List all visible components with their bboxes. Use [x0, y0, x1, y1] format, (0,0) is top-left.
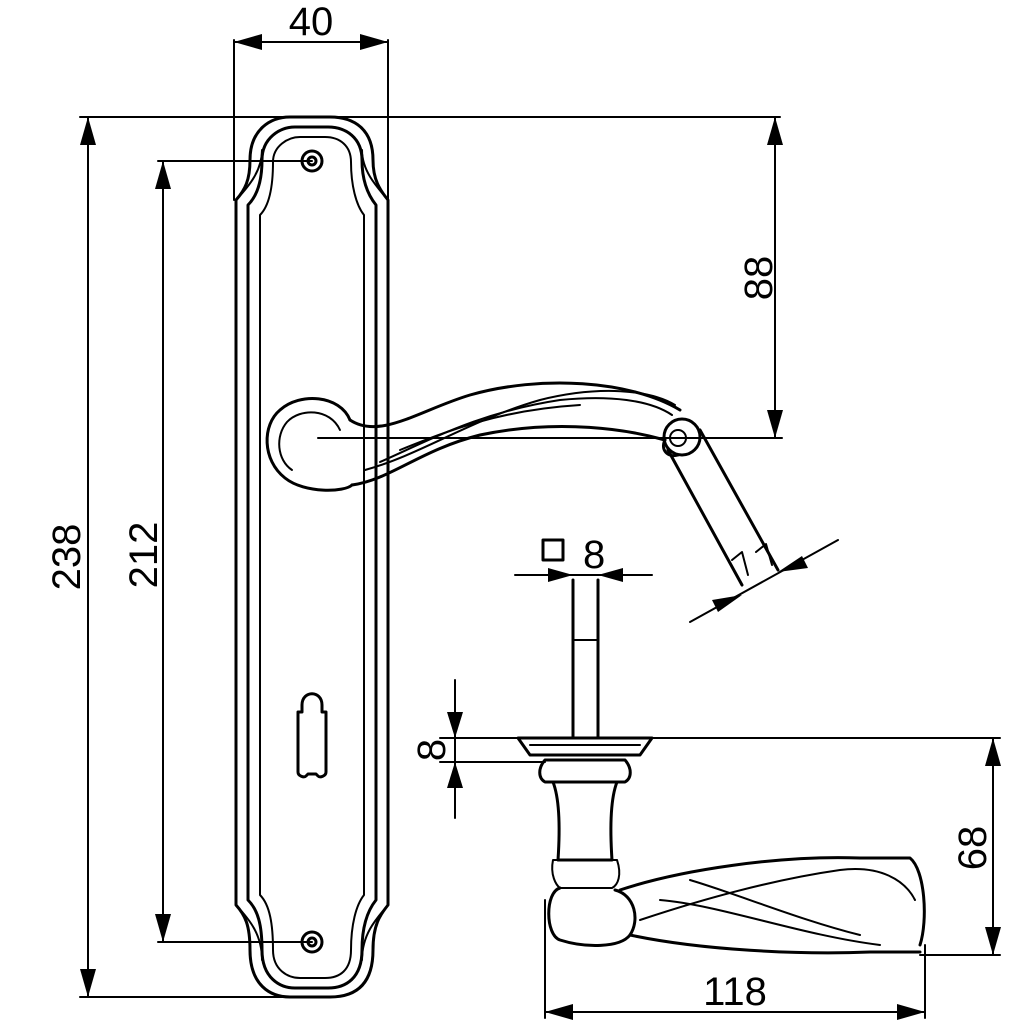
- dim-238-arrow-bottom: [80, 969, 96, 997]
- square-symbol-icon: [541, 538, 565, 562]
- backplate: [234, 115, 390, 999]
- dim-88-arrow-bottom: [767, 410, 783, 438]
- dim-212-label: 212: [122, 522, 166, 589]
- corner-detail-tr: [361, 149, 389, 201]
- backplate-outer: [234, 115, 390, 999]
- angled-dim-arrow-2: [778, 556, 808, 572]
- backplate-inner-1: [246, 125, 378, 990]
- dim-212-arrow-top: [155, 161, 171, 189]
- dim-238-label: 238: [45, 524, 89, 591]
- neck-ring: [551, 859, 621, 889]
- lever-twist-2: [379, 397, 673, 463]
- rose-flange: [516, 736, 654, 757]
- angled-break-2: [755, 543, 773, 566]
- dim-rose-arrow-bottom: [447, 762, 463, 788]
- dim-spindle-label: 8: [583, 533, 605, 577]
- dim-40-arrow-right: [360, 34, 388, 50]
- dim-118-arrow-right: [897, 1004, 925, 1020]
- corner-detail-bl: [235, 904, 263, 961]
- lever-side-twist-3: [689, 879, 861, 936]
- spindle-arrow-left: [548, 568, 573, 582]
- corner-detail-tl: [235, 149, 263, 201]
- dim-40-arrow-left: [234, 34, 262, 50]
- dim-118-label: 118: [703, 970, 767, 1014]
- corner-detail-br: [361, 904, 389, 961]
- angled-break-1: [731, 551, 749, 576]
- dim-88-label: 88: [737, 256, 781, 301]
- handle-angled-view: [666, 428, 839, 623]
- dim-68-label: 68: [951, 826, 995, 871]
- neck-collar: [538, 758, 632, 784]
- dim-88-arrow-top: [767, 117, 783, 145]
- lever-side-twist-2: [659, 899, 881, 946]
- lever-side-twist-1: [639, 868, 916, 921]
- lever-curl-tail: [662, 438, 680, 458]
- handle-front-view: [265, 381, 702, 492]
- keyhole-icon: [296, 692, 328, 779]
- lever-upper-edge: [348, 381, 682, 429]
- dim-118-arrow-left: [545, 1004, 573, 1020]
- dim-68-arrow-bottom: [985, 927, 1001, 955]
- dimensions: 40 238 212 88 8 8 68: [45, 0, 1001, 1020]
- lever-side-top: [618, 856, 926, 947]
- handle-rose-inner: [278, 411, 341, 471]
- angled-dim-line: [689, 539, 839, 623]
- knob-base: [547, 886, 637, 947]
- lever-twist-1: [364, 389, 676, 471]
- backplate-inner-2: [259, 136, 365, 979]
- spindle-arrow-right: [598, 568, 623, 582]
- angled-arm-right: [698, 428, 780, 572]
- angled-arm-left: [666, 448, 744, 587]
- dim-40-label: 40: [289, 0, 334, 44]
- side-view: [514, 538, 926, 955]
- lever-twist-3: [399, 404, 581, 451]
- lever-lower-edge: [350, 424, 667, 487]
- dim-68-arrow-top: [985, 738, 1001, 766]
- handle-rose: [265, 397, 354, 492]
- lever-side-bottom: [628, 933, 922, 955]
- dim-212-arrow-bottom: [155, 914, 171, 942]
- dim-238-arrow-top: [80, 117, 96, 145]
- dim-rose-label: 8: [410, 739, 454, 761]
- dim-rose-arrow-top: [447, 712, 463, 738]
- angled-dim-arrow-1: [712, 595, 742, 612]
- neck-body: [551, 780, 619, 862]
